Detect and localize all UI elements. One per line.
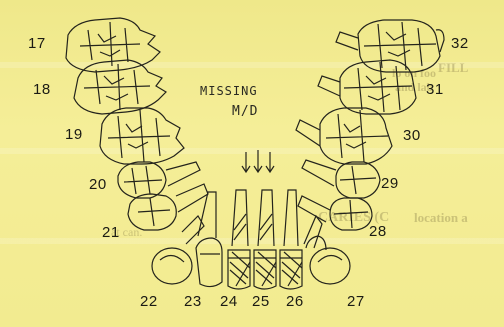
tooth-32-drawing: [336, 20, 444, 72]
tooth-number-31: 31: [426, 81, 444, 98]
tooth-number-30: 30: [403, 127, 421, 144]
tooth-23-drawing: [196, 192, 222, 287]
tooth-28-drawing: [298, 196, 372, 230]
tooth-number-20: 20: [89, 176, 107, 193]
tooth-21-drawing: [128, 184, 208, 230]
tooth-number-28: 28: [369, 223, 387, 240]
down-arrow-2: [254, 150, 262, 172]
tooth-29-drawing: [302, 160, 380, 198]
tooth-number-24: 24: [220, 293, 238, 310]
arrow-group: [242, 150, 274, 172]
tooth-27-drawing: [304, 216, 350, 284]
tooth-20-drawing: [118, 162, 200, 198]
tooth-17-drawing: [66, 18, 160, 72]
tooth-31-drawing: [318, 60, 416, 114]
tooth-number-22: 22: [140, 293, 158, 310]
down-arrow-3: [266, 152, 274, 172]
tooth-number-26: 26: [286, 293, 304, 310]
tooth-24-drawing: [228, 190, 250, 289]
tooth-number-29: 29: [381, 175, 399, 192]
tooth-number-19: 19: [65, 126, 83, 143]
tooth-number-17: 17: [28, 35, 46, 52]
tooth-number-27: 27: [347, 293, 365, 310]
tooth-number-18: 18: [33, 81, 51, 98]
tooth-number-21: 21: [102, 224, 120, 241]
tooth-19-drawing: [100, 108, 184, 164]
tooth-number-25: 25: [252, 293, 270, 310]
down-arrow-1: [242, 152, 250, 172]
tooth-30-drawing: [296, 108, 392, 164]
tooth-number-23: 23: [184, 293, 202, 310]
tooth-number-32: 32: [451, 35, 469, 52]
tooth-25-drawing: [254, 190, 276, 289]
tooth-18-drawing: [74, 60, 166, 114]
